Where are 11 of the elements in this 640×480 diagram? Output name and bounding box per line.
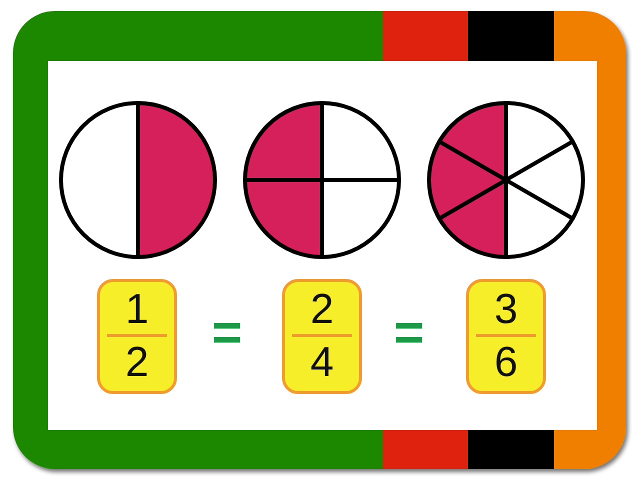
denominator: 6	[494, 339, 518, 385]
numerator: 1	[125, 286, 149, 332]
fraction-card	[282, 279, 362, 394]
denominator: 4	[310, 339, 334, 385]
fraction-card	[466, 279, 546, 394]
fraction-card	[97, 279, 177, 394]
numerator: 3	[494, 286, 518, 332]
equals-sign: =	[212, 307, 242, 359]
numerator: 2	[310, 286, 334, 332]
equals-sign: =	[394, 307, 424, 359]
denominator: 2	[125, 339, 149, 385]
